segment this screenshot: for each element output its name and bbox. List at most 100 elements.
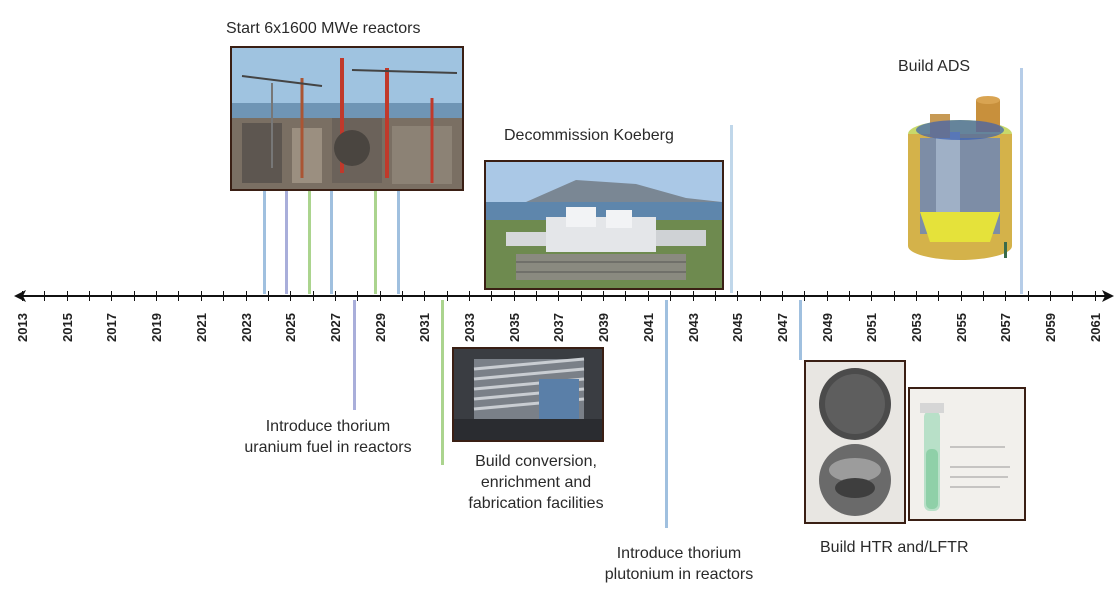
axis-tick (446, 291, 448, 301)
axis-tick (66, 291, 68, 301)
year-label: 2025 (283, 313, 299, 342)
year-label: 2027 (327, 313, 343, 342)
axis-tick (424, 291, 426, 301)
year-label: 2053 (909, 313, 924, 342)
year-label: 2017 (104, 313, 120, 342)
year-label: 2019 (149, 313, 165, 342)
axis-tick (111, 291, 113, 301)
decommission-line (730, 125, 733, 293)
thorium-plutonium-label: Introduce thorium plutonium in reactors (583, 543, 775, 585)
thorium-plutonium-label-line1: Introduce thorium (616, 545, 742, 562)
timeline-axis (22, 295, 1108, 297)
reactor-construction-photo (230, 46, 464, 191)
axis-tick (692, 291, 694, 301)
htr-lftr-line (799, 300, 802, 360)
year-label: 2021 (193, 313, 209, 342)
axis-tick (156, 291, 158, 301)
axis-tick (1027, 291, 1029, 301)
reactor-line-6 (397, 191, 400, 294)
conversion-label-line3: fabrication facilities (468, 495, 604, 512)
year-label: 2033 (462, 313, 477, 342)
year-label: 2059 (1043, 313, 1059, 342)
axis-tick (223, 291, 225, 301)
year-label: 2047 (774, 313, 790, 342)
koeberg-plant-photo (484, 160, 724, 290)
axis-tick (647, 291, 649, 301)
axis-tick (960, 291, 962, 301)
axis-tick (625, 291, 627, 301)
axis-tick (89, 291, 91, 301)
conversion-label-line2: enrichment and (480, 474, 592, 491)
axis-tick (22, 291, 23, 301)
axis-tick (983, 291, 985, 301)
thorium-uranium-label: Introduce thorium uranium fuel in reacto… (222, 416, 434, 458)
axis-tick (1094, 291, 1096, 301)
year-label: 2039 (596, 313, 612, 342)
axis-tick (469, 291, 470, 301)
lftr-salt-photo (908, 387, 1026, 521)
axis-tick (893, 291, 895, 301)
thorium-plutonium-line (665, 300, 668, 528)
year-label: 2051 (864, 313, 880, 342)
axis-tick (1072, 291, 1074, 301)
axis-tick (133, 291, 135, 301)
axis-tick (670, 291, 672, 301)
decommission-label: Decommission Koeberg (504, 127, 674, 144)
htr-pebble-photo (804, 360, 906, 524)
reactor-line-2 (285, 191, 288, 294)
reactors-label: Start 6x1600 MWe reactors (226, 20, 421, 37)
reactor-line-1 (263, 191, 266, 294)
axis-tick (558, 291, 560, 301)
axis-tick (513, 291, 515, 301)
reactor-line-3 (308, 191, 311, 294)
axis-tick (1050, 291, 1052, 301)
axis-tick (334, 291, 336, 301)
ads-label: Build ADS (898, 58, 971, 75)
axis-tick (714, 291, 716, 301)
axis-tick (200, 291, 202, 301)
year-label: 2043 (685, 313, 701, 342)
axis-tick (178, 291, 180, 301)
fuel-fabrication-photo (452, 347, 604, 442)
year-label: 2015 (59, 313, 75, 342)
thorium-uranium-label-line1: Introduce thorium (265, 418, 391, 435)
axis-tick (267, 291, 269, 301)
thorium-uranium-label-line2: uranium fuel in reactors (244, 439, 412, 456)
axis-right-arrow-icon (1102, 290, 1114, 302)
ads-reactor-cutaway-image (900, 92, 1020, 264)
axis-tick (312, 291, 314, 301)
axis-tick (401, 291, 403, 301)
axis-tick (290, 291, 292, 301)
axis-left-arrow-icon (14, 290, 26, 302)
axis-tick (781, 291, 783, 301)
reactor-line-5 (374, 191, 377, 294)
axis-tick (357, 291, 359, 301)
conversion-facilities-line (441, 300, 444, 465)
year-label: 2055 (953, 313, 969, 342)
thorium-plutonium-label-line2: plutonium in reactors (604, 566, 754, 583)
axis-tick (804, 291, 806, 301)
axis-tick (245, 291, 247, 301)
year-label: 2013 (15, 313, 30, 342)
axis-tick (536, 291, 538, 301)
axis-tick (44, 291, 46, 301)
thorium-uranium-line (353, 300, 356, 410)
year-label: 2049 (819, 313, 835, 342)
axis-tick (916, 291, 917, 301)
axis-tick (603, 291, 605, 301)
year-label: 2061 (1087, 313, 1103, 342)
axis-tick (379, 291, 381, 301)
year-label: 2023 (238, 313, 254, 342)
conversion-label-line1: Build conversion, (475, 453, 597, 470)
year-label: 2041 (640, 313, 656, 342)
reactor-line-4 (330, 191, 333, 294)
year-label: 2045 (730, 313, 746, 342)
axis-tick (938, 291, 940, 301)
axis-tick (871, 291, 873, 301)
ads-line (1020, 68, 1023, 294)
year-label: 2037 (551, 313, 567, 342)
axis-tick (826, 291, 828, 301)
axis-tick (737, 291, 739, 301)
year-label: 2035 (506, 313, 522, 342)
